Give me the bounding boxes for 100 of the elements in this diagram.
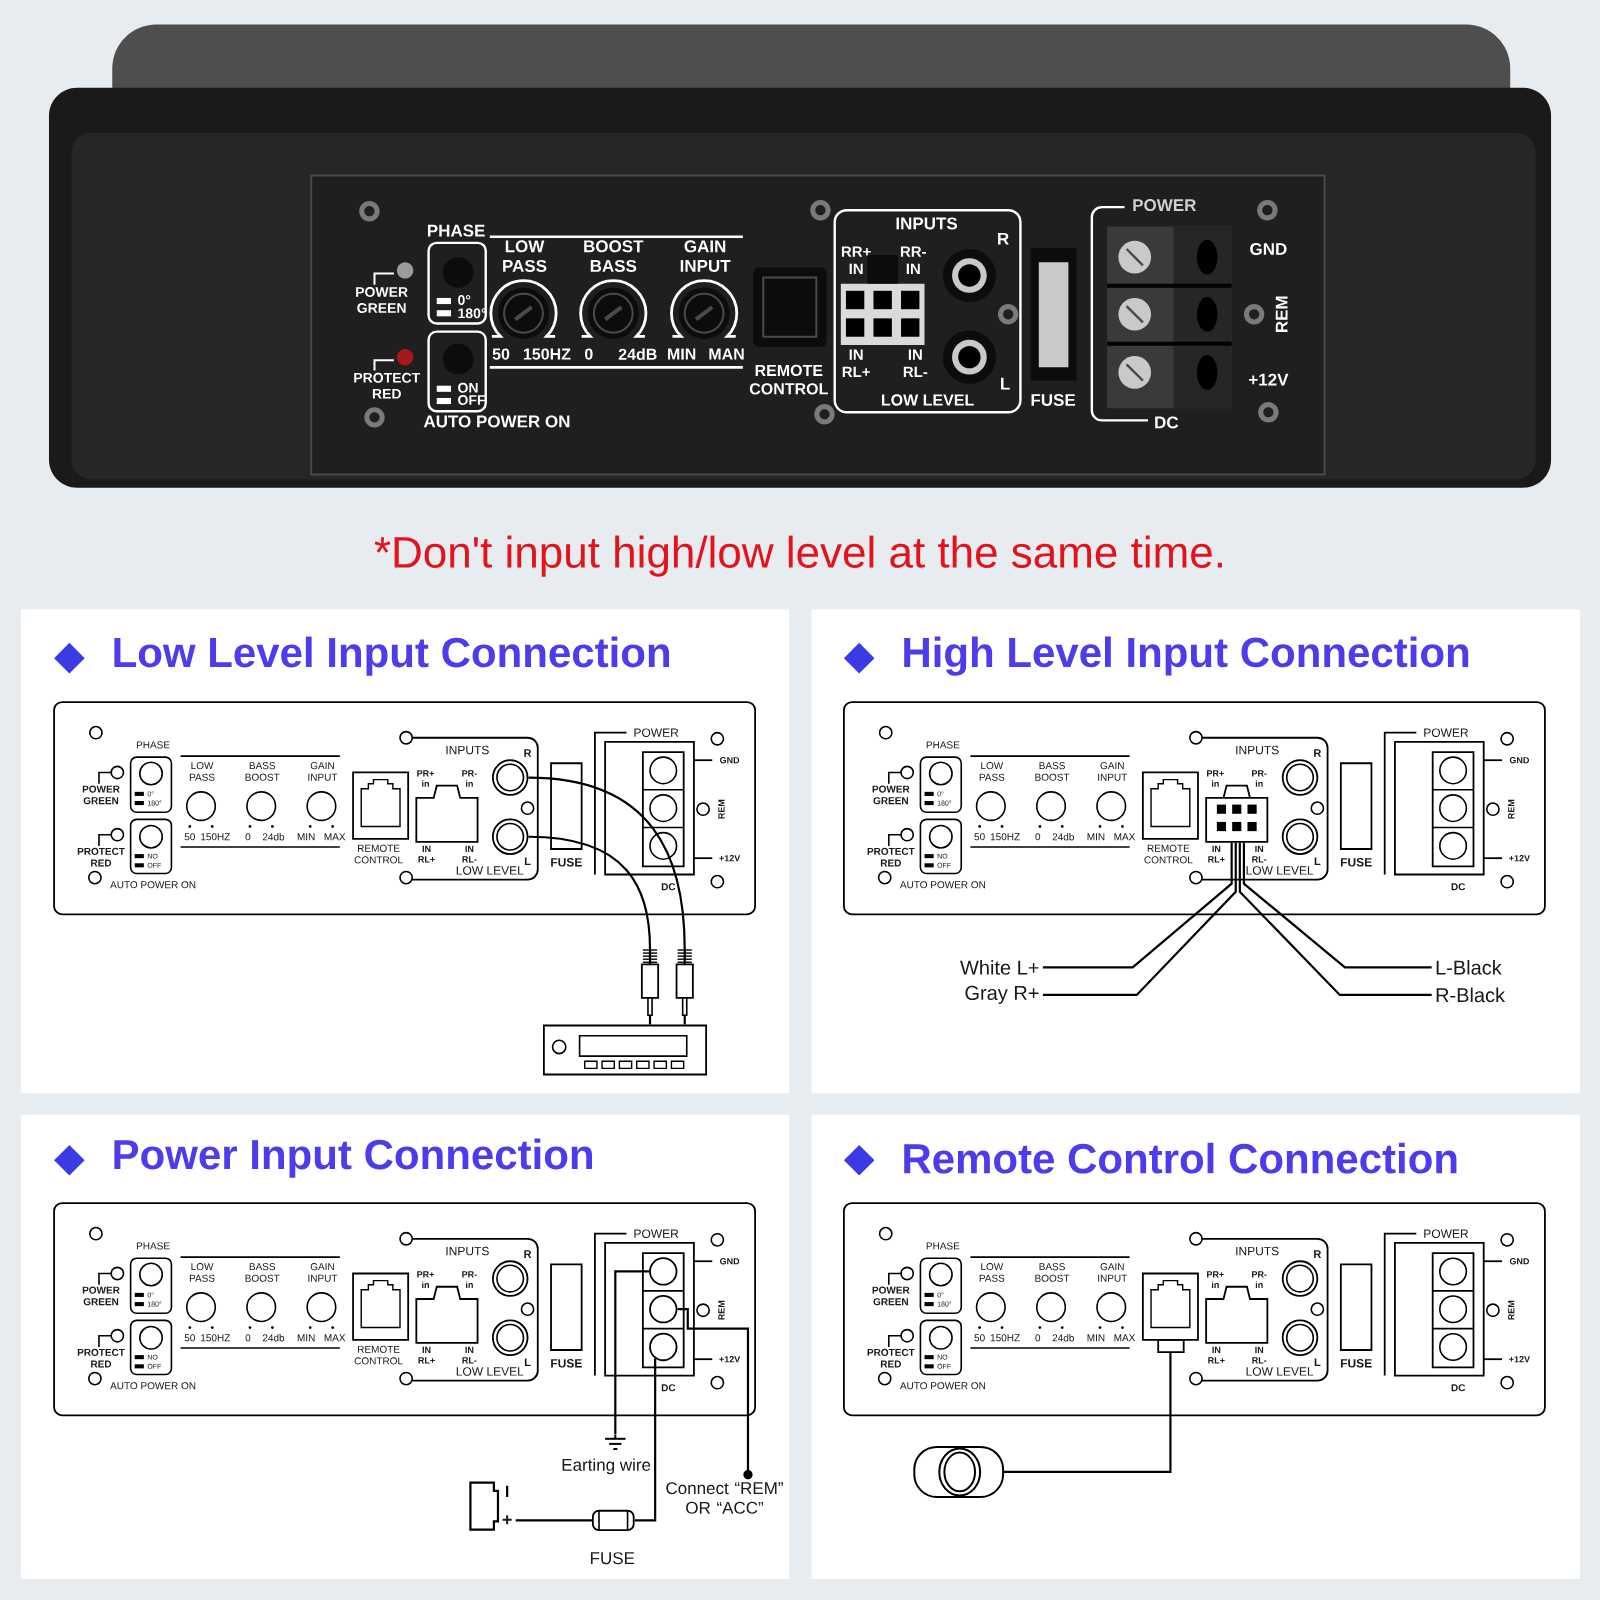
panel-label: L	[1314, 1358, 1321, 1367]
fuse-symbol	[591, 1509, 635, 1531]
panel-label: PR- in	[462, 1271, 477, 1288]
section-heading: Low Level Input Connection	[114, 636, 669, 676]
panel-label: 0	[245, 1334, 251, 1342]
panel-label: PHASE	[136, 1242, 170, 1250]
cable	[1004, 1352, 1172, 1474]
panel-label: FUSE	[551, 1359, 582, 1368]
panel-label: IN RL+	[1208, 845, 1225, 863]
cable	[1042, 842, 1233, 969]
panel-label: RR+ IN	[841, 246, 871, 274]
panel-label: 24dB	[618, 348, 657, 360]
panel-label: BASS BOOST	[245, 1263, 280, 1282]
panel-label: INPUTS	[1236, 745, 1279, 755]
panel-label: MIN	[1087, 833, 1105, 841]
panel-label: LOW PASS	[979, 1263, 1005, 1282]
caption-label: +	[502, 1515, 512, 1525]
panel-label: RR- IN	[900, 246, 926, 274]
panel-label: LOW LEVEL	[1246, 866, 1314, 875]
panel-label: DC	[1155, 416, 1179, 429]
panel-label: GND	[720, 757, 740, 764]
panel-label: FUSE	[1031, 394, 1076, 406]
panel-label: 150HZ	[523, 348, 571, 360]
note-label: Connect “REM” OR “ACC”	[666, 1482, 783, 1514]
panel-label: 50	[184, 1334, 195, 1342]
panel-label: BOOST BASS	[584, 240, 644, 272]
panel-label: BASS BOOST	[245, 762, 280, 781]
panel-label: REM	[1275, 296, 1288, 333]
panel-label: PROTECT RED	[867, 847, 915, 867]
panel-label: +12V	[719, 855, 741, 862]
rca-jack	[491, 759, 529, 796]
panel-label: LOW PASS	[979, 762, 1005, 781]
panel-label: MAX	[324, 1334, 346, 1342]
panel-label: 0	[245, 833, 251, 841]
panel-label: FUSE	[551, 858, 582, 867]
screw-terminal	[649, 1332, 678, 1362]
panel-label: PROTECT RED	[354, 372, 421, 399]
panel-label: R	[1314, 749, 1322, 757]
screw-terminal	[649, 1295, 678, 1324]
panel-label: PR- in	[462, 770, 477, 787]
panel-label: 50	[492, 348, 510, 360]
panel-label: R	[998, 232, 1009, 245]
panel-label: REMOTE CONTROL	[749, 364, 828, 395]
panel-label: GAIN INPUT	[680, 240, 731, 272]
panel-label: REM	[718, 1300, 725, 1320]
rca-jack	[491, 818, 529, 855]
panel-label: OFF	[458, 395, 485, 405]
wire-label: L-Black	[1436, 960, 1502, 975]
panel-label: GAIN INPUT	[1098, 762, 1128, 781]
cable	[1238, 842, 1432, 996]
panel-label: LOW PASS	[503, 240, 547, 272]
panel-label: L	[1314, 857, 1321, 865]
panel-label: 24db	[1052, 833, 1074, 841]
panel-label: IN RL+	[418, 1346, 435, 1364]
panel-label: MAX	[324, 833, 346, 841]
panel-label: PROTECT RED	[77, 1348, 125, 1368]
panel-label: PR+ in	[417, 770, 435, 787]
panel-label: INPUTS	[896, 217, 958, 230]
panel-label: REM	[718, 799, 725, 819]
panel-label: 150HZ	[990, 1334, 1020, 1342]
ground-symbol	[604, 1433, 627, 1450]
panel-label: MIN	[297, 1334, 315, 1342]
panel-label: MIN	[1087, 1334, 1105, 1342]
panel-label: IN RL-	[1252, 845, 1267, 863]
panel-label: LOW PASS	[189, 1263, 215, 1282]
panel-label: GND	[1509, 1258, 1530, 1265]
panel-label: REM	[1508, 799, 1515, 819]
panel-label: LOW PASS	[189, 762, 215, 781]
cable	[677, 1308, 750, 1471]
panel-label: DC	[661, 1384, 676, 1392]
panel-label: 150HZ	[990, 833, 1020, 841]
section-heading: High Level Input Connection	[904, 636, 1469, 676]
remote-knob-drawing	[913, 1445, 1005, 1498]
panel-label: L	[1001, 377, 1010, 390]
panel-label: POWER	[634, 728, 679, 737]
panel-label: GND	[720, 1258, 740, 1265]
panel-label: IN RL+	[1208, 1346, 1225, 1364]
panel-label: MIN	[297, 833, 315, 841]
panel-label: POWER	[1424, 728, 1469, 737]
panel-label: +12V	[1509, 855, 1530, 862]
panel-label: 150HZ	[201, 1334, 230, 1342]
panel-label: 50	[184, 833, 195, 841]
panel-label: PR- in	[1252, 1271, 1267, 1288]
panel-label: +12V	[1249, 373, 1289, 386]
panel-label: AUTO POWER ON	[110, 1382, 196, 1390]
panel-label: AUTO POWER ON	[423, 415, 570, 428]
panel-label: POWER	[1424, 1229, 1469, 1238]
panel-label: 0	[1035, 833, 1041, 841]
panel-label: POWER GREEN	[356, 287, 408, 313]
panel-label: GND	[1250, 242, 1287, 255]
panel-label: MAN	[709, 348, 744, 360]
panel-label: POWER GREEN	[82, 1286, 120, 1306]
panel-label: FUSE	[1340, 1359, 1372, 1368]
panel-label: 0	[1035, 1334, 1041, 1342]
panel-label: 24db	[1052, 1334, 1074, 1342]
panel-label: PHASE	[926, 1242, 960, 1250]
wire-label: White L+	[960, 960, 1039, 975]
section-heading: Power Input Connection	[114, 1138, 592, 1178]
panel-label: 24db	[262, 833, 285, 841]
panel-label: R	[1314, 1250, 1322, 1258]
